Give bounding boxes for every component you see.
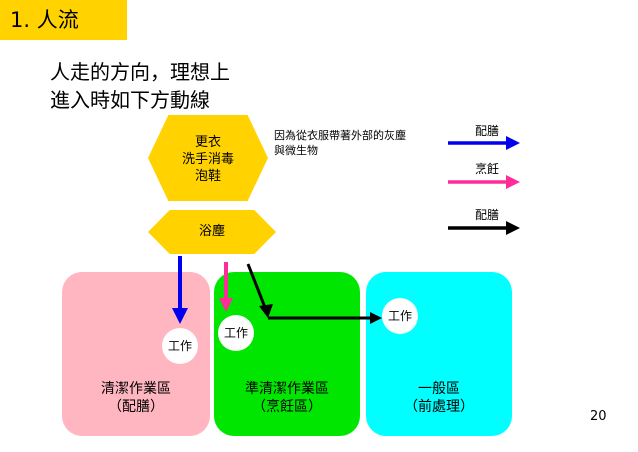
- dust-note-line-1: 因為從衣服帶著外部的灰塵: [274, 129, 406, 142]
- legend-arrow-pink: [448, 175, 520, 189]
- semi-clean-zone-line-2: （烹飪區）: [252, 399, 322, 415]
- work-circle-general: 工作: [382, 298, 418, 334]
- clean-zone-line-2: （配膳）: [108, 399, 164, 415]
- dust-note-line-2: 與微生物: [274, 144, 318, 157]
- page-number: 20: [590, 409, 607, 424]
- changing-station-line-3: 泡鞋: [194, 169, 221, 184]
- changing-station-label: 更衣 洗手消毒 泡鞋: [148, 134, 268, 185]
- legend-label-blue: 配膳: [474, 124, 499, 138]
- flow-arrow-pink: [219, 262, 233, 312]
- dust-shower-label: 浴塵: [198, 224, 225, 239]
- intro-line-1: 人走的方向，理想上: [50, 60, 230, 84]
- work-circle-semi-clean: 工作: [218, 315, 254, 351]
- intro-line-2: 進入時如下方動線: [50, 88, 210, 112]
- semi-clean-zone-label: 準清潔作業區 （烹飪區）: [214, 380, 360, 416]
- clean-zone-line-1: 清潔作業區: [101, 381, 171, 397]
- general-zone-line-1: 一般區: [418, 381, 460, 397]
- changing-station-line-2: 洗手消毒: [181, 152, 234, 167]
- slide-title: 1. 人流: [0, 0, 127, 40]
- clean-zone-label: 清潔作業區 （配膳）: [63, 380, 209, 416]
- semi-clean-zone: [214, 272, 360, 436]
- changing-station-hexagon: [148, 115, 268, 201]
- semi-clean-zone-line-1: 準清潔作業區: [245, 381, 329, 397]
- general-zone-line-2: （前處理）: [404, 399, 474, 415]
- intro-text: 人走的方向，理想上 進入時如下方動線: [50, 58, 230, 114]
- changing-station-line-1: 更衣: [194, 135, 221, 150]
- legend-label-black: 配膳: [474, 208, 499, 222]
- flow-arrow-black: [246, 263, 382, 324]
- flow-arrow-blue: [172, 256, 188, 324]
- legend-arrow-blue: [448, 136, 520, 150]
- general-zone-label: 一般區 （前處理）: [366, 380, 512, 416]
- legend-arrow-black: [448, 221, 520, 235]
- work-circle-clean: 工作: [162, 328, 198, 364]
- dust-note: 因為從衣服帶著外部的灰塵 與微生物: [274, 128, 434, 158]
- legend-label-pink: 烹飪: [474, 162, 499, 176]
- dust-shower-hexagon: [148, 210, 276, 254]
